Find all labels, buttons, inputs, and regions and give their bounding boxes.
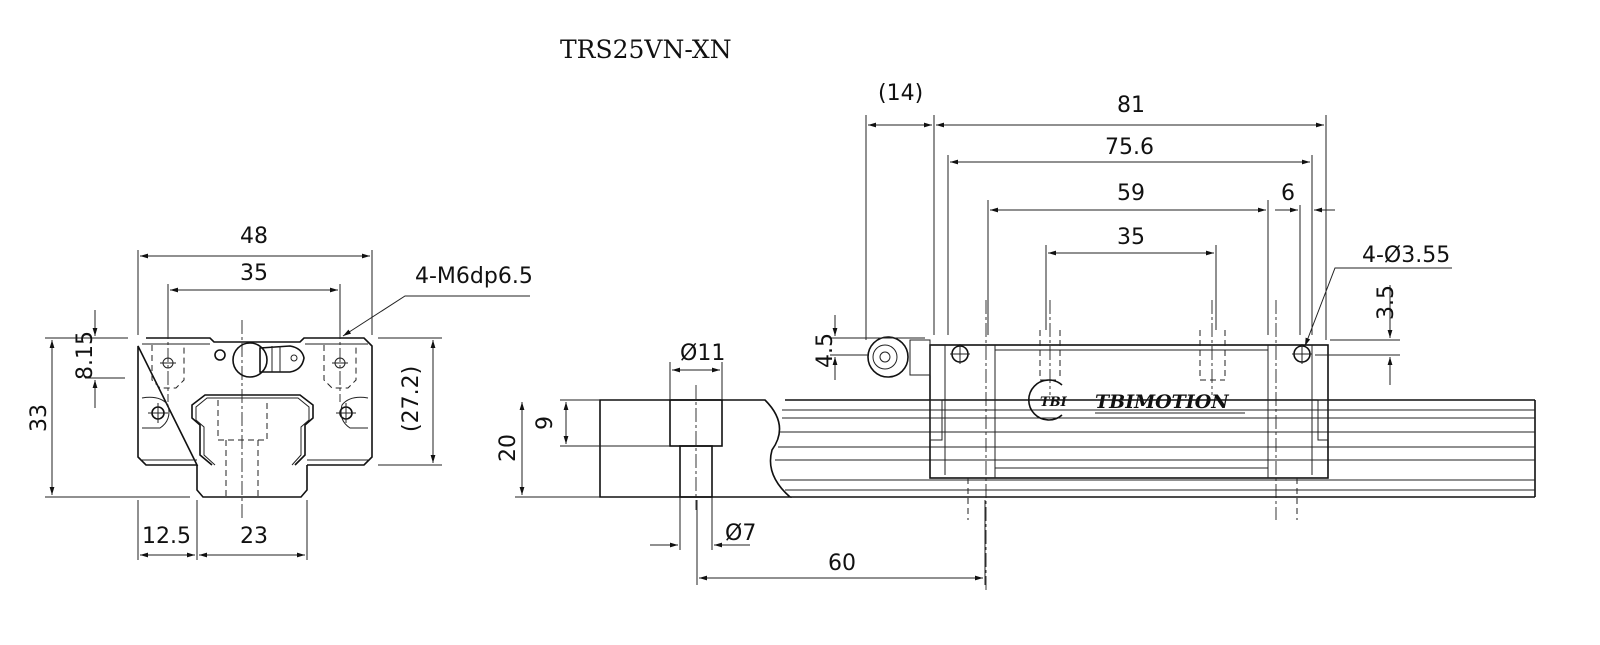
mount-hole-right — [336, 396, 369, 429]
dim-block-height: (27.2) — [399, 366, 424, 432]
dim-tap-offset: 8.15 — [73, 331, 98, 380]
dim-steel-length: 59 — [1117, 181, 1145, 206]
hole-right-icon — [1292, 344, 1312, 364]
dim-hole-dia: Ø7 — [725, 521, 756, 546]
dim-rail-height: 20 — [496, 434, 521, 462]
svg-text:TBIMOTION: TBIMOTION — [1095, 391, 1229, 413]
dim-hole-pitch-side: 35 — [1117, 225, 1145, 250]
hole-left-icon — [950, 344, 970, 364]
dim-hole-height: 3.5 — [1374, 285, 1399, 320]
tap-hole-right — [323, 325, 357, 402]
rail-side — [785, 399, 1536, 498]
mount-hole-left — [141, 396, 170, 429]
dim-rail-width: 23 — [240, 524, 268, 549]
tbi-logo: TBI TBIMOTION — [1028, 379, 1245, 421]
dim-nipple-height: 4.5 — [813, 333, 838, 368]
grease-nipple-side-icon — [867, 336, 931, 378]
dim-width: 48 — [240, 224, 268, 249]
svg-text:TBI: TBI — [1040, 395, 1068, 410]
dim-block-length: 81 — [1117, 93, 1145, 118]
front-view: 48 35 4-M6dp6.5 33 8.15 (27.2) 12.5 23 — [27, 224, 533, 560]
dim-seal-offset: 6 — [1281, 181, 1295, 206]
rail-section: Ø11 Ø7 9 20 60 — [496, 341, 986, 585]
tap-hole-left — [151, 325, 185, 402]
hole-note: 4-Ø3.55 — [1362, 243, 1450, 268]
rail-profile — [196, 465, 308, 498]
dim-rail-offset: 12.5 — [142, 524, 191, 549]
dim-counterbore-dia: Ø11 — [680, 341, 725, 366]
dim-counterbore-depth: 9 — [533, 416, 558, 430]
dim-nipple-length: (14) — [878, 81, 923, 106]
grease-nipple-icon — [214, 342, 305, 378]
dim-hole-pitch: 35 — [240, 261, 268, 286]
block-outline — [137, 337, 373, 466]
dim-height: 33 — [27, 404, 52, 432]
side-view: TBI TBIMOTION (14) 81 75.6 59 6 35 4-Ø3.… — [775, 81, 1536, 590]
dim-body-length: 75.6 — [1105, 135, 1154, 160]
rail-groove — [191, 394, 314, 466]
tap-note: 4-M6dp6.5 — [415, 264, 533, 289]
dim-rail-hole-pitch: 60 — [828, 551, 856, 576]
drawing-title: TRS25VN-XN — [560, 35, 732, 64]
